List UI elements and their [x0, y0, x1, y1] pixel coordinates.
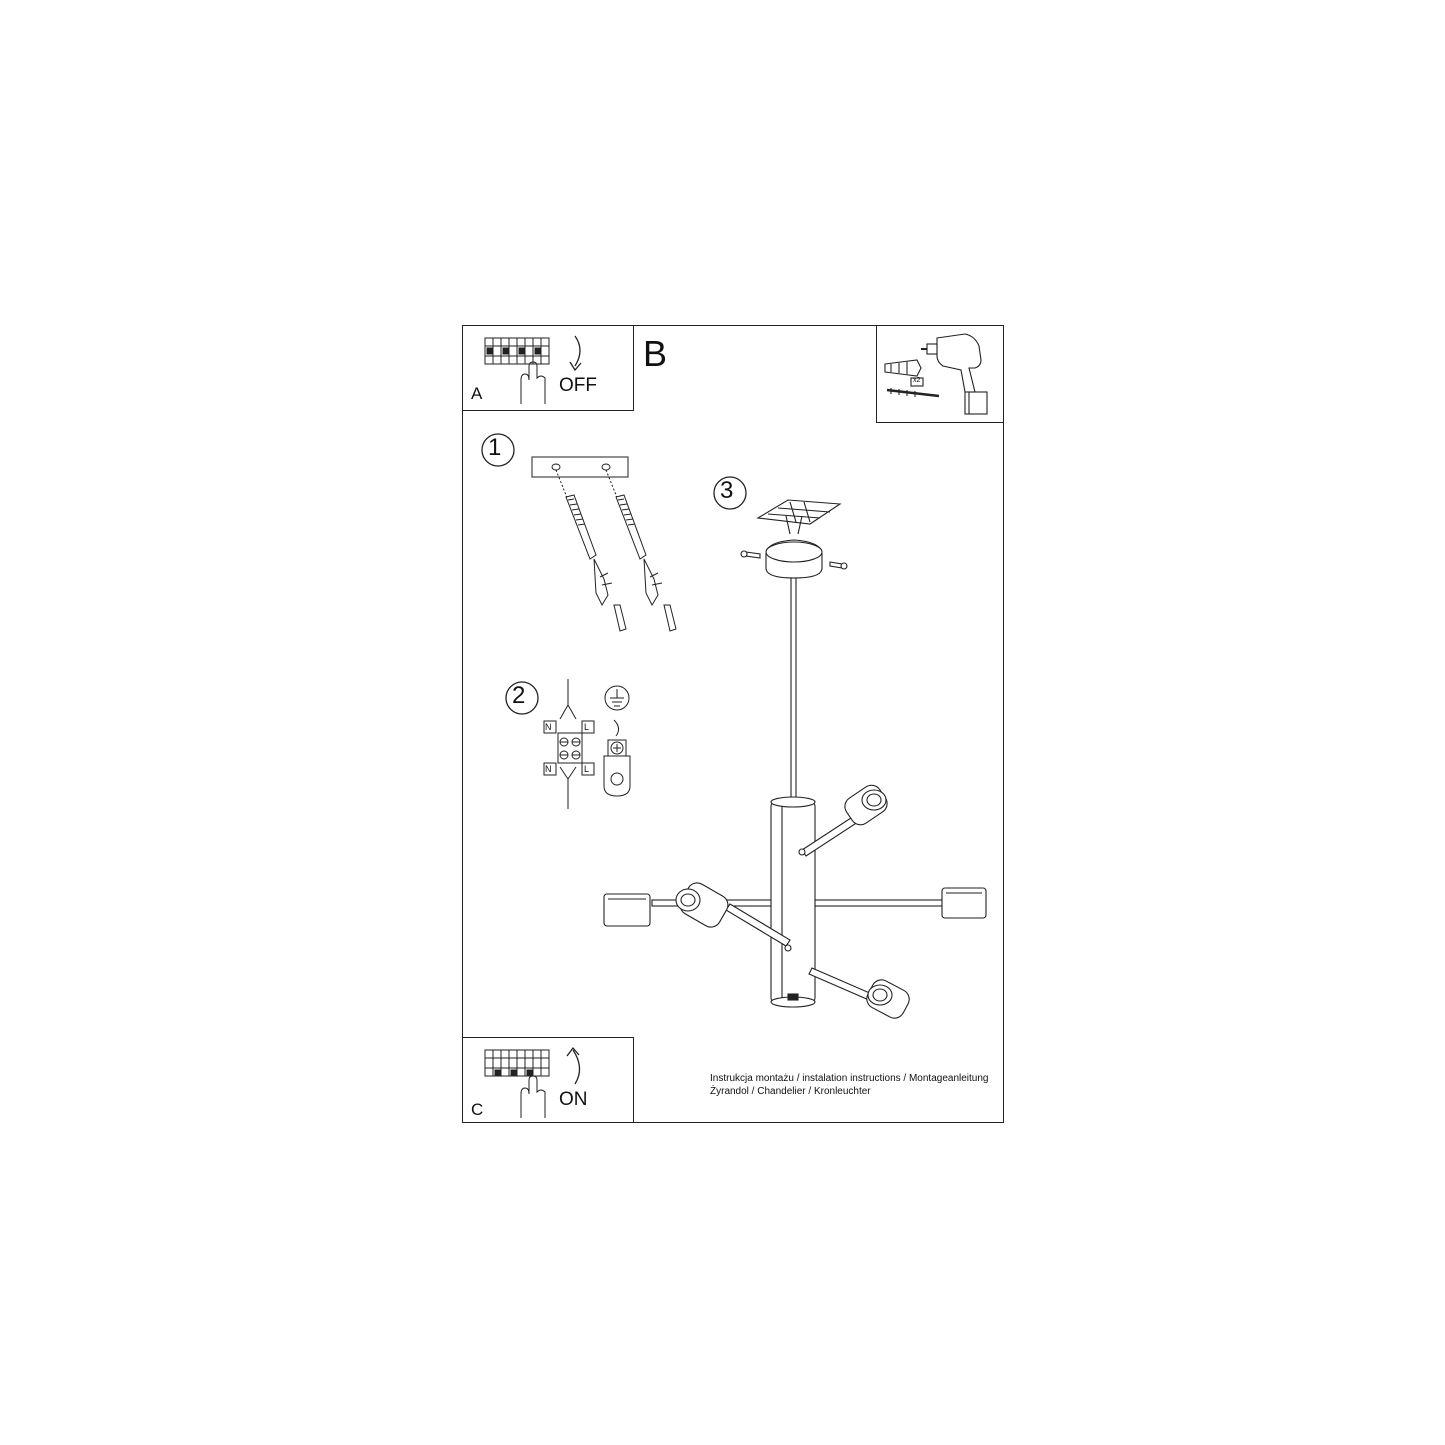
terminal-label-n-bottom: N — [545, 764, 552, 774]
step-3-badge — [713, 476, 747, 510]
step-1-badge — [481, 433, 515, 467]
screw-multiplier-label: x2 — [913, 377, 921, 384]
step-1-number: 1 — [488, 434, 502, 461]
panel-c-letter: C — [471, 1100, 484, 1119]
footer-title-line-1: Instrukcja montażu / instalation instruc… — [710, 1073, 989, 1084]
panel-c-action-label: ON — [559, 1089, 588, 1110]
terminal-label-l-bottom: L — [584, 764, 590, 774]
instruction-sheet — [462, 325, 1004, 1123]
panel-a-action-label: OFF — [559, 375, 597, 396]
terminal-label-l-top: L — [584, 722, 590, 732]
step-2-badge — [505, 681, 539, 715]
panel-c-switch-on: C ON — [462, 1037, 634, 1123]
step-2-number: 2 — [512, 682, 526, 709]
ground-symbol-icon — [603, 685, 631, 797]
step-3-number: 3 — [720, 477, 734, 504]
step-2-wiring-terminal — [543, 679, 595, 809]
terminal-label-n-top: N — [545, 722, 552, 732]
tools-panel: x2 — [876, 325, 1004, 423]
circuit-breaker-icon — [484, 335, 582, 404]
footer-title-line-2: Żyrandol / Chandelier / Kronleuchter — [710, 1086, 871, 1097]
drill-icon — [884, 333, 988, 415]
step-1-ceiling-anchors — [531, 456, 677, 632]
circuit-breaker-icon — [484, 1046, 581, 1118]
panel-a-switch-off: A OFF — [462, 325, 634, 411]
panel-b-letter: B — [643, 333, 668, 374]
panel-a-letter: A — [471, 384, 483, 403]
chandelier-illustration — [603, 499, 987, 1019]
